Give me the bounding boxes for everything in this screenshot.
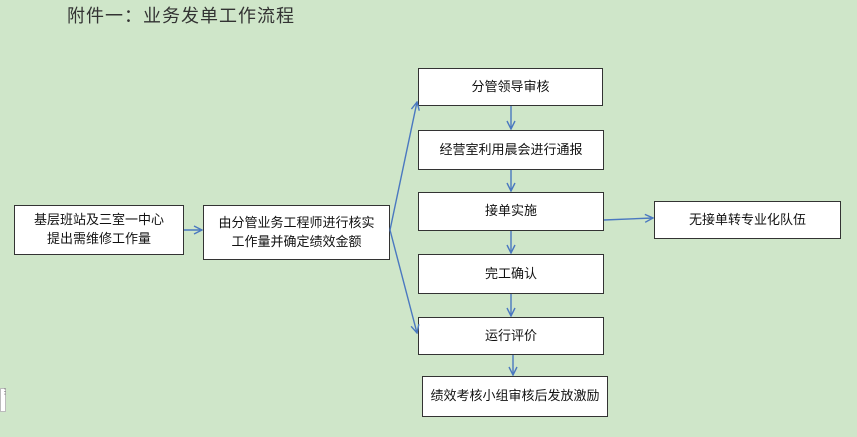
node-evaluate: 运行评价 xyxy=(418,317,604,355)
node-leader-review: 分管领导审核 xyxy=(418,68,603,106)
node-start: 基层班站及三室一中心 提出需维修工作量 xyxy=(14,205,184,255)
arrow-engineer-to-leader xyxy=(389,102,417,231)
node-morning-meeting: 经营室利用晨会进行通报 xyxy=(418,130,604,170)
node-incentive: 绩效考核小组审核后发放激励 xyxy=(422,376,608,417)
node-engineer-line1: 由分管业务工程师进行核实 xyxy=(218,215,375,231)
arrow-accept-to-no-accept xyxy=(603,218,653,220)
node-engineer-line2: 工作量并确定绩效金额 xyxy=(231,234,362,250)
node-complete: 完工确认 xyxy=(418,254,604,294)
node-engineer-verify: 由分管业务工程师进行核实 工作量并确定绩效金额 xyxy=(203,205,390,260)
arrow-engineer-to-evaluate xyxy=(389,229,417,333)
resize-handle[interactable]: ⋮ xyxy=(0,388,9,412)
node-accept-order: 接单实施 xyxy=(418,192,604,231)
node-start-line2: 提出需维修工作量 xyxy=(46,232,151,247)
node-start-line1: 基层班站及三室一中心 xyxy=(33,213,164,228)
node-no-accept: 无接单转专业化队伍 xyxy=(654,201,841,239)
page-title: 附件一：业务发单工作流程 xyxy=(67,6,295,27)
